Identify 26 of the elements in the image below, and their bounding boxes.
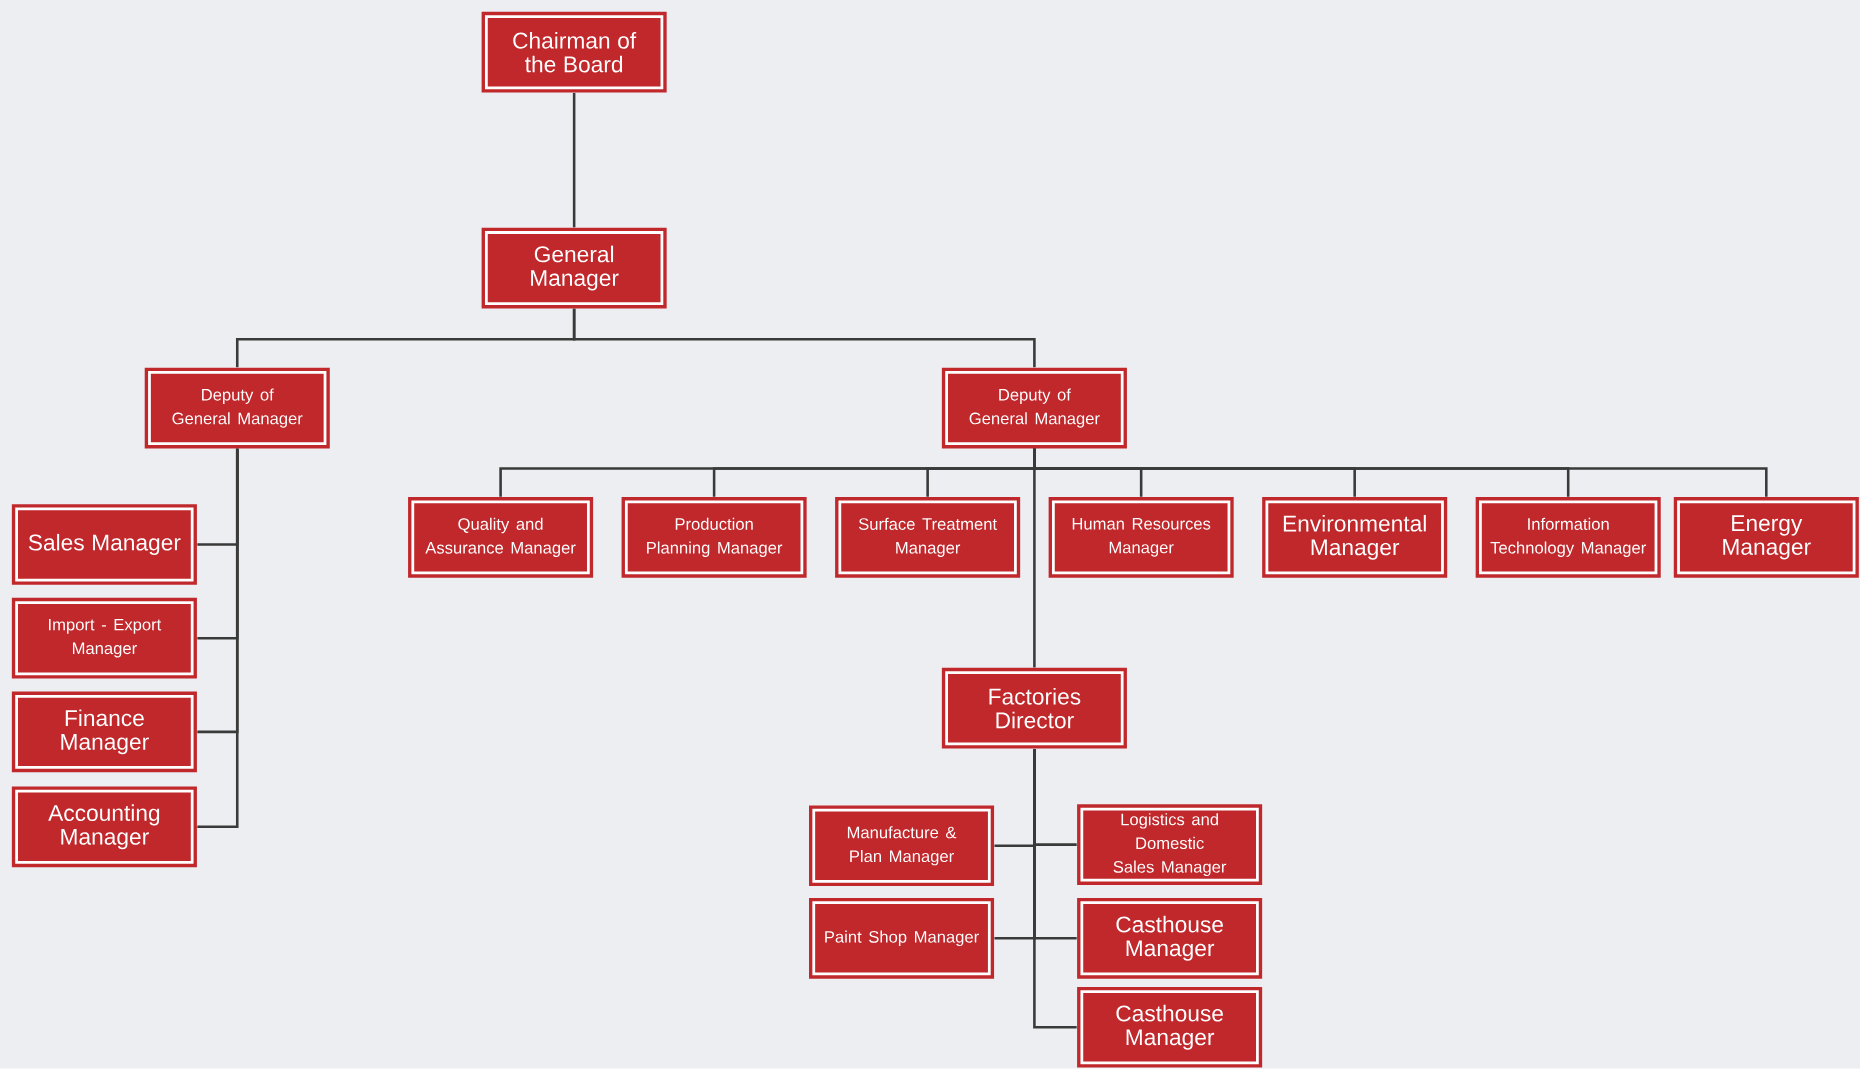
role-box: Quality and Assurance Manager	[408, 497, 594, 578]
role-box: Environmental Manager	[1262, 497, 1448, 578]
role-box: Human Resources Manager	[1048, 497, 1234, 578]
role-box: Logistics and Domestic Sales Manager	[1077, 804, 1263, 886]
role-box: Accounting Manager	[11, 786, 197, 868]
role-box: Factories Director	[941, 667, 1127, 749]
connector-line	[197, 448, 239, 829]
connector-line	[1033, 448, 1036, 668]
role-box: Surface Treatment Manager	[835, 497, 1021, 578]
role-box: Energy Manager	[1673, 497, 1859, 578]
role-box: Casthouse Manager	[1077, 898, 1263, 979]
role-box: Import - Export Manager	[11, 597, 197, 679]
role-box: Casthouse Manager	[1077, 987, 1263, 1068]
role-box: Chairman of the Board	[481, 11, 667, 93]
connector-line	[572, 93, 576, 228]
role-box: Production Planning Manager	[621, 497, 807, 578]
role-box: Manufacture & Plan Manager	[809, 805, 995, 887]
connector-line	[572, 308, 1036, 368]
role-box: Deputy of General Manager	[941, 367, 1127, 449]
role-box: Sales Manager	[11, 504, 197, 585]
role-box: Finance Manager	[11, 691, 197, 773]
role-box: Paint Shop Manager	[809, 898, 995, 979]
role-box: Deputy of General Manager	[144, 367, 330, 449]
role-box: General Manager	[481, 227, 667, 309]
connector-line	[1033, 749, 1077, 1029]
role-box: Information Technology Manager	[1475, 497, 1661, 578]
